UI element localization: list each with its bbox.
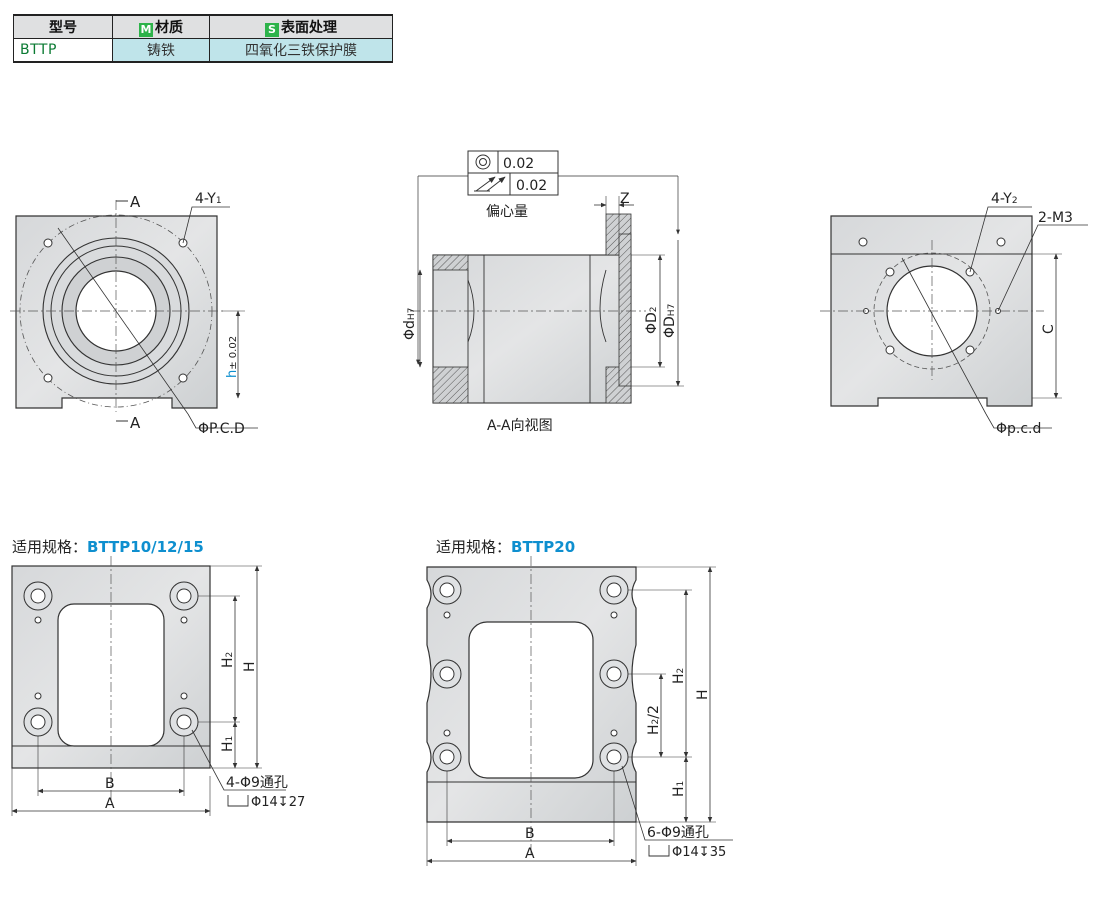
hole-leader [191,729,286,791]
mount-hole [43,373,53,383]
bottom-left-view: 适用规格：BTTP10/12/15 H2 H1 H B A 4-Φ9 [11,538,305,816]
pcd-leader [57,227,189,415]
pcd-label: Φp.c.d [996,421,1041,437]
h2-label: H2 [220,652,236,668]
surface-badge-icon: S [265,23,279,37]
bore-label: ΦdH7 [402,308,418,340]
b-label: B [525,826,535,842]
pcd-label: ΦP.C.D [198,421,245,437]
counterbore-holes [23,581,199,737]
header-model: 型号 [13,14,113,39]
concentricity-value: 0.02 [503,156,534,172]
section-edges [467,255,591,403]
hole-note: 6-Φ9通孔 [647,825,709,841]
depth-icon: ↧ [699,845,710,860]
section-view: 0.02 0.02 偏心量 Z ΦdH7 ΦD2 [402,150,684,434]
cell-material: 铸铁 [112,38,210,63]
depth-icon: ↧ [278,795,289,810]
hole-leader [621,765,733,841]
table-row: BTTP 铸铁 四氧化三铁保护膜 [13,38,393,63]
section-caption: A-A向视图 [487,418,553,434]
holes-leader [969,206,1032,273]
mount-hole [996,237,1006,247]
mount-hole [178,373,188,383]
counterbore-icon [648,845,670,857]
height-label: h± 0.02 [225,336,240,378]
bottom-right-title: 适用规格：BTTP20 [436,538,575,556]
a-label: A [105,796,115,812]
material-badge-icon: M [139,23,153,37]
runout-value: 0.02 [516,178,547,194]
top-left-view: A A 4-Y1 ΦP.C.D h± 0.02 [10,191,258,437]
thread-leader [997,224,1088,312]
cell-surface: 四氧化三铁保护膜 [209,38,393,63]
header-material-text: 材质 [155,20,183,36]
holes-label: 4-Y2 [991,191,1018,207]
runout-icon [474,176,506,192]
concentricity-icon [475,154,491,170]
section-a-top-label: A [130,193,141,211]
a-label: A [525,846,535,862]
mount-hole [43,238,53,248]
hatch-left-top [432,254,469,271]
tap-hole [885,345,895,355]
section-a-bottom-label: A [130,414,141,432]
hatch-flange [618,233,632,387]
h1-label: H1 [671,781,687,797]
h2-label: H2 [671,668,687,684]
mount-hole [858,237,868,247]
counterbore-icon [227,795,249,807]
bottom-left-title: 适用规格：BTTP10/12/15 [12,538,204,556]
pcd-leader-tail [187,413,258,429]
holes-leader [182,206,230,244]
top-right-view: Φp.c.d 4-Y2 2-M3 C [820,191,1088,437]
h2half-label: H2/2 [646,705,662,735]
pcd-leader [901,257,987,415]
b-label: B [105,776,115,792]
thread-label: 2-M3 [1038,210,1073,226]
cbore-note: Φ14↧35 [672,845,726,860]
dh-label: ΦDH7 [662,304,678,338]
cell-model: BTTP [13,38,113,63]
pcd-leader-tail [985,413,1052,429]
eccentricity-label: 偏心量 [486,204,528,220]
bottom-right-view: 适用规格：BTTP20 H2/2 H2 H1 H B [426,538,733,866]
d2-label: ΦD2 [644,306,660,334]
h-label: H [242,661,258,672]
tap-hole [965,345,975,355]
header-surface-text: 表面处理 [281,20,337,36]
hole-note: 4-Φ9通孔 [226,775,288,791]
z-label: Z [620,191,630,207]
c-label: C [1041,324,1057,334]
cbore-note: Φ14↧27 [251,795,305,810]
holes-label: 4-Y1 [195,191,222,207]
tap-hole [885,267,895,277]
header-model-text: 型号 [49,20,77,36]
h1-label: H1 [220,736,236,752]
hatch-left-bottom [432,366,469,404]
h-label: H [695,689,711,700]
